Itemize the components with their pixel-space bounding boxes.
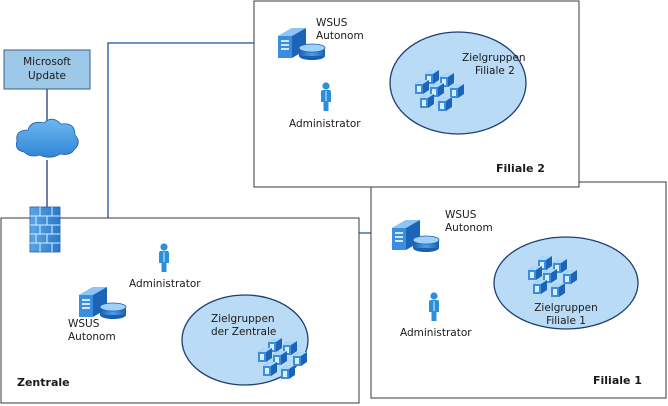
filiale2-wsus-label-line2: Autonom: [316, 30, 364, 42]
filiale1-administrator-label: Administrator: [400, 327, 472, 339]
zentrale-administrator-label: Administrator: [129, 278, 201, 290]
zentrale-targets-label-line2: der Zentrale: [211, 326, 276, 338]
filiale2-site-box: Filiale 2 WSUS Autonom Administrator Zie…: [253, 0, 580, 188]
filiale1-targets-label-line2: Filiale 1: [546, 315, 586, 327]
zentrale-wsus-label-line1: WSUS: [68, 318, 100, 330]
zentrale-site-box: Zentrale WSUS Autonom Administrator Ziel…: [0, 217, 360, 404]
zentrale-title: Zentrale: [17, 376, 70, 389]
zentrale-target-groups: Zielgruppen der Zentrale: [181, 294, 309, 386]
filiale2-title: Filiale 2: [496, 162, 545, 175]
filiale1-wsus-label-line2: Autonom: [445, 222, 493, 234]
filiale2-targets-label-line2: Filiale 2: [475, 65, 515, 77]
filiale1-target-groups: Zielgruppen Filiale 1: [493, 236, 639, 330]
filiale1-targets-label-line1: Zielgruppen: [534, 302, 598, 314]
filiale1-site-box: Filiale 1 WSUS Autonom Administrator Zie…: [370, 181, 667, 399]
filiale1-title: Filiale 1: [593, 374, 642, 387]
arrow-zentrale-to-filiale2: [107, 39, 267, 290]
filiale2-targets-label-line1: Zielgruppen: [462, 52, 526, 64]
filiale2-wsus-label-line1: WSUS: [316, 17, 348, 29]
microsoft-update-label-line2: Update: [28, 70, 66, 82]
filiale2-administrator-label: Administrator: [289, 118, 361, 130]
internet-cloud-icon: [15, 118, 79, 158]
microsoft-update-label-line1: Microsoft: [23, 56, 71, 68]
filiale1-wsus-label-line1: WSUS: [445, 209, 477, 221]
microsoft-update-box: Microsoft Update: [3, 49, 91, 90]
zentrale-wsus-label-line2: Autonom: [68, 331, 116, 343]
filiale2-target-groups: Zielgruppen Filiale 2: [389, 31, 527, 135]
zentrale-targets-label-line1: Zielgruppen: [211, 313, 275, 325]
firewall-icon: [29, 206, 61, 253]
